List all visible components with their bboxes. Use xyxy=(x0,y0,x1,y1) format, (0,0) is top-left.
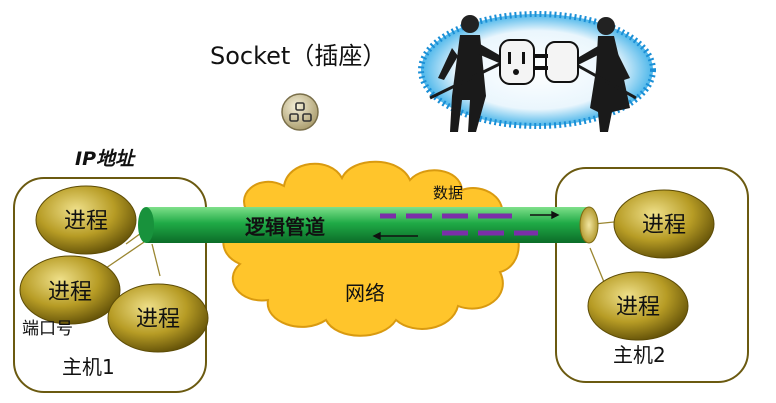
arrow-right-icon xyxy=(530,210,560,220)
host1-process-3 xyxy=(107,283,209,353)
host1-process-2 xyxy=(19,255,121,325)
host2-process-1 xyxy=(613,189,715,259)
socket-outlet-icon xyxy=(281,93,319,131)
host1-process-1 xyxy=(35,185,137,255)
ip-address-label: IP地址 xyxy=(75,148,136,170)
host1-process-3-label: 进程 xyxy=(136,307,180,332)
network-cloud xyxy=(222,160,520,337)
data-label: 数据 xyxy=(433,184,463,202)
host2-process-2 xyxy=(587,271,689,341)
logical-pipe-label: 逻辑管道 xyxy=(245,215,325,239)
host2-process-2-label: 进程 xyxy=(616,295,660,320)
plug-and-socket-people-illustration xyxy=(418,11,656,132)
arrow-left-icon xyxy=(372,231,418,241)
host1-label: 主机1 xyxy=(62,355,115,379)
host2-process-1-label: 进程 xyxy=(642,213,686,238)
logical-pipe xyxy=(138,206,599,244)
port-number-label: 端口号 xyxy=(22,319,73,339)
host2-label: 主机2 xyxy=(613,343,666,367)
host1-process-1-label: 进程 xyxy=(64,209,108,234)
data-stream xyxy=(380,213,538,236)
host1-process-2-label: 进程 xyxy=(48,280,92,305)
socket-title: Socket（插座） xyxy=(210,42,386,70)
network-label: 网络 xyxy=(345,281,385,305)
